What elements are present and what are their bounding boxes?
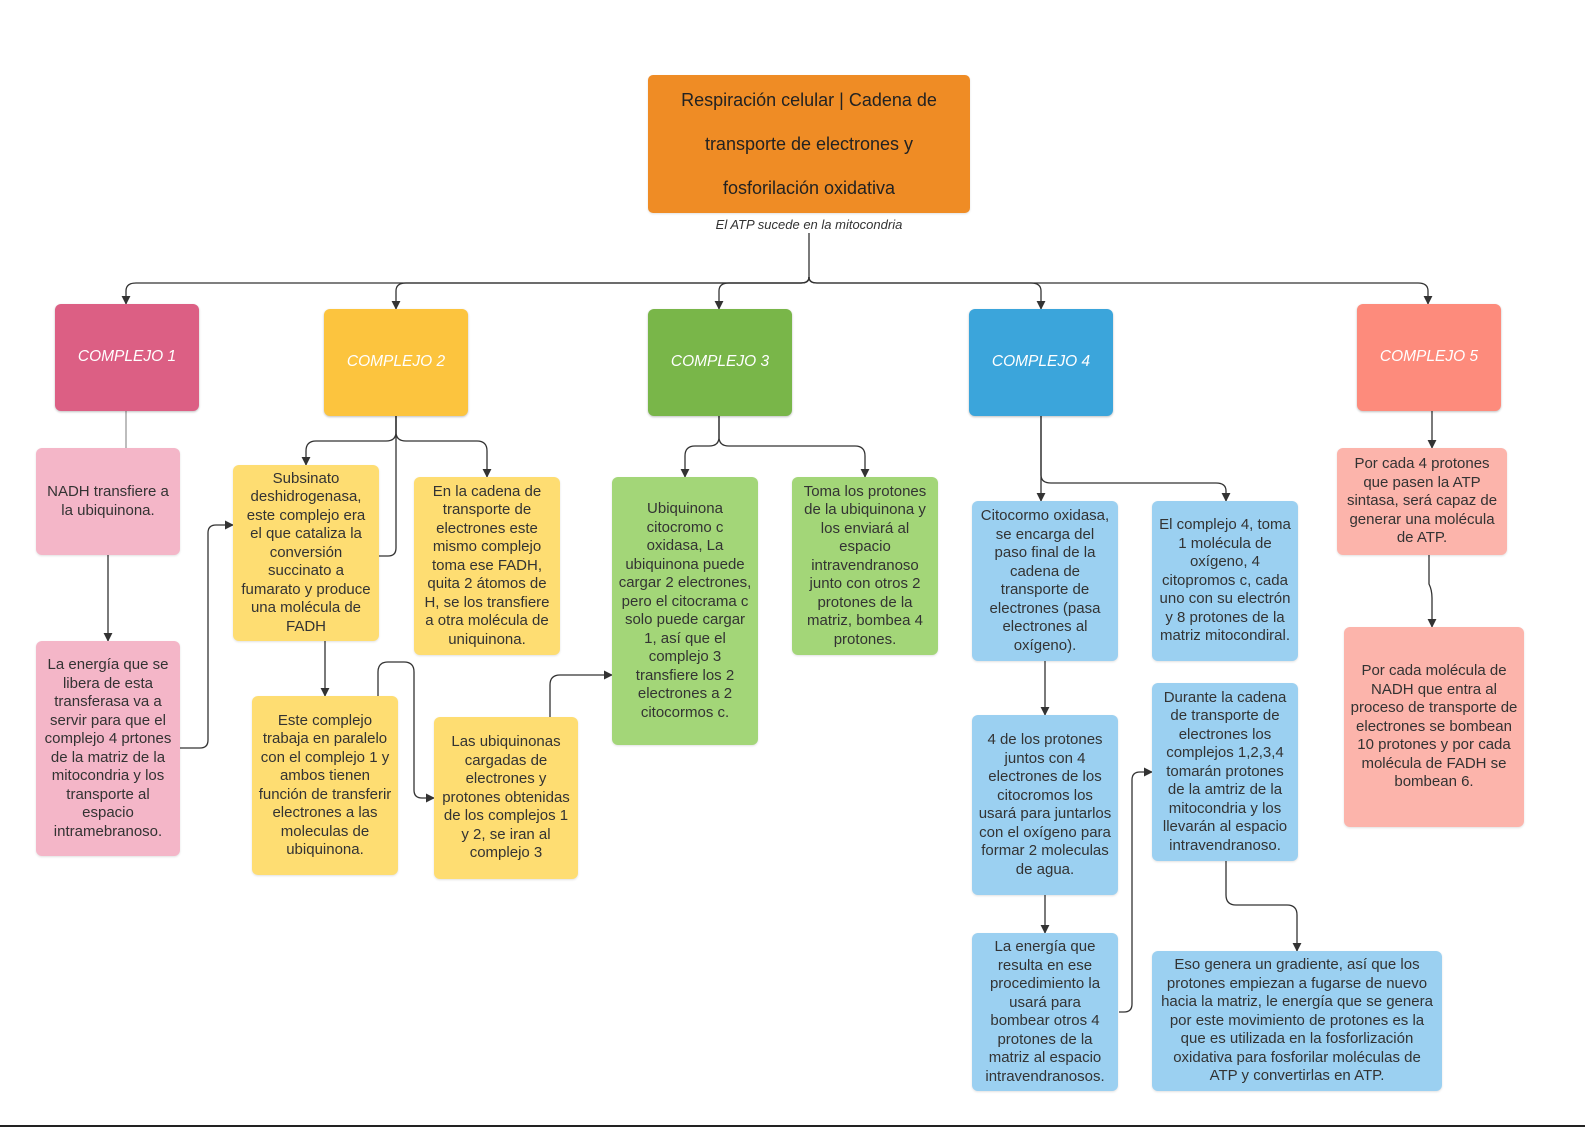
complejo-3-header: COMPLEJO 3 <box>648 309 792 416</box>
complejo-2-note-fadh: En la cadena de transporte de electrones… <box>414 477 560 655</box>
complejo-4-note-cadena-text: Durante la cadena de transporte de elect… <box>1162 688 1288 854</box>
complejo-1-note-nadh: NADH transfiere a la ubiquinona. <box>36 448 180 555</box>
complejo-5-note-atp-sintasa: Por cada 4 protones que pasen la ATP sin… <box>1337 448 1507 555</box>
diagram-title: Respiración celular | Cadena de transpor… <box>648 75 970 213</box>
connector-c4e-c4d <box>1119 767 1153 1013</box>
complejo-2-label: COMPLEJO 2 <box>346 353 446 371</box>
connector-c2-c2a <box>301 416 397 466</box>
complejo-4-note-agua-text: 4 de los protones juntos con 4 electrone… <box>978 731 1112 878</box>
complejo-3-note-protones: Toma los protones de la ubiquinona y los… <box>792 477 938 655</box>
complejo-4-label: COMPLEJO 4 <box>991 353 1091 371</box>
connector-title-complejo1 <box>121 276 810 305</box>
complejo-4-note-gradiente: Eso genera un gradiente, así que los pro… <box>1152 951 1442 1091</box>
complejo-1-note-nadh-text: NADH transfiere a la ubiquinona. <box>47 483 169 519</box>
page-bottom-border <box>0 1125 1585 1127</box>
complejo-1-header: COMPLEJO 1 <box>55 304 199 411</box>
complejo-1-note-energia: La energía que se libera de esta transfe… <box>36 641 180 856</box>
connector-c5a-c5b <box>1427 555 1437 628</box>
complejo-4-note-citocormo: Citocormo oxidasa, se encarga del paso f… <box>972 501 1118 661</box>
connector-c2-c2a-side <box>379 416 397 557</box>
connector-c2-c2b <box>395 416 492 478</box>
complejo-2-note-paralelo: Este complejo trabaja en paralelo con el… <box>252 696 398 875</box>
complejo-2-note-fadh-text: En la cadena de transporte de electrones… <box>424 482 550 648</box>
complejo-2-note-subsinato-text: Subsinato deshidrogenasa, este complejo … <box>241 469 371 635</box>
complejo-2-note-ubiquinonas-text: Las ubiquinonas cargadas de electrones y… <box>442 733 570 862</box>
complejo-2-header: COMPLEJO 2 <box>324 309 468 416</box>
complejo-4-note-oxigeno: El complejo 4, toma 1 molécula de oxígen… <box>1152 501 1298 661</box>
complejo-5-header: COMPLEJO 5 <box>1357 304 1501 411</box>
complejo-3-note-ubiquinona: Ubiquinona citocromo c oxidasa, La ubiqu… <box>612 477 758 745</box>
complejo-2-note-paralelo-text: Este complejo trabaja en paralelo con el… <box>258 711 392 859</box>
connector-title-complejo4 <box>808 276 1046 310</box>
connector-title-complejo3 <box>714 276 810 310</box>
diagram-subtitle: El ATP sucede en la mitocondria <box>715 217 903 232</box>
connector-c4d-c4f <box>1225 861 1302 952</box>
complejo-4-note-oxigeno-text: El complejo 4, toma 1 molécula de oxígen… <box>1159 516 1291 645</box>
complejo-3-note-protones-text: Toma los protones de la ubiquinona y los… <box>803 482 927 648</box>
complejo-3-label: COMPLEJO 3 <box>670 353 770 371</box>
connector-c3-c3b <box>718 416 870 478</box>
complejo-5-note-atp-sintasa-text: Por cada 4 protones que pasen la ATP sin… <box>1346 455 1498 547</box>
complejo-1-note-energia-text: La energía que se libera de esta transfe… <box>44 656 172 840</box>
complejo-2-note-ubiquinonas: Las ubiquinonas cargadas de electrones y… <box>434 717 578 879</box>
connector-title-complejo5 <box>808 276 1433 305</box>
complejo-5-label: COMPLEJO 5 <box>1379 348 1479 366</box>
connector-c1b-c2a <box>180 520 234 749</box>
complejo-4-note-agua: 4 de los protones juntos con 4 electrone… <box>972 715 1118 895</box>
complejo-4-note-bombeo-text: La energía que resulta en ese procedimie… <box>985 938 1105 1085</box>
connector-title-complejo2 <box>391 276 810 310</box>
complejo-5-note-nadh-fadh-text: Por cada molécula de NADH que entra al p… <box>1350 662 1518 791</box>
complejo-4-header: COMPLEJO 4 <box>969 309 1113 416</box>
diagram-title-text: Respiración celular | Cadena de transpor… <box>681 90 937 198</box>
complejo-2-note-subsinato: Subsinato deshidrogenasa, este complejo … <box>233 465 379 641</box>
connector-c4-c4b <box>1040 416 1231 502</box>
connector-c3-c3a <box>680 416 720 478</box>
connector-c2c-c2d <box>377 661 435 803</box>
complejo-4-note-cadena: Durante la cadena de transporte de elect… <box>1152 683 1298 861</box>
complejo-4-note-bombeo: La energía que resulta en ese procedimie… <box>972 933 1118 1091</box>
complejo-3-note-ubiquinona-text: Ubiquinona citocromo c oxidasa, La ubiqu… <box>618 500 752 721</box>
connector-c2d-c3a <box>549 670 613 717</box>
complejo-1-label: COMPLEJO 1 <box>77 348 177 366</box>
complejo-4-note-gradiente-text: Eso genera un gradiente, así que los pro… <box>1161 956 1433 1085</box>
complejo-4-note-citocormo-text: Citocormo oxidasa, se encarga del paso f… <box>980 507 1110 654</box>
complejo-5-note-nadh-fadh: Por cada molécula de NADH que entra al p… <box>1344 627 1524 827</box>
